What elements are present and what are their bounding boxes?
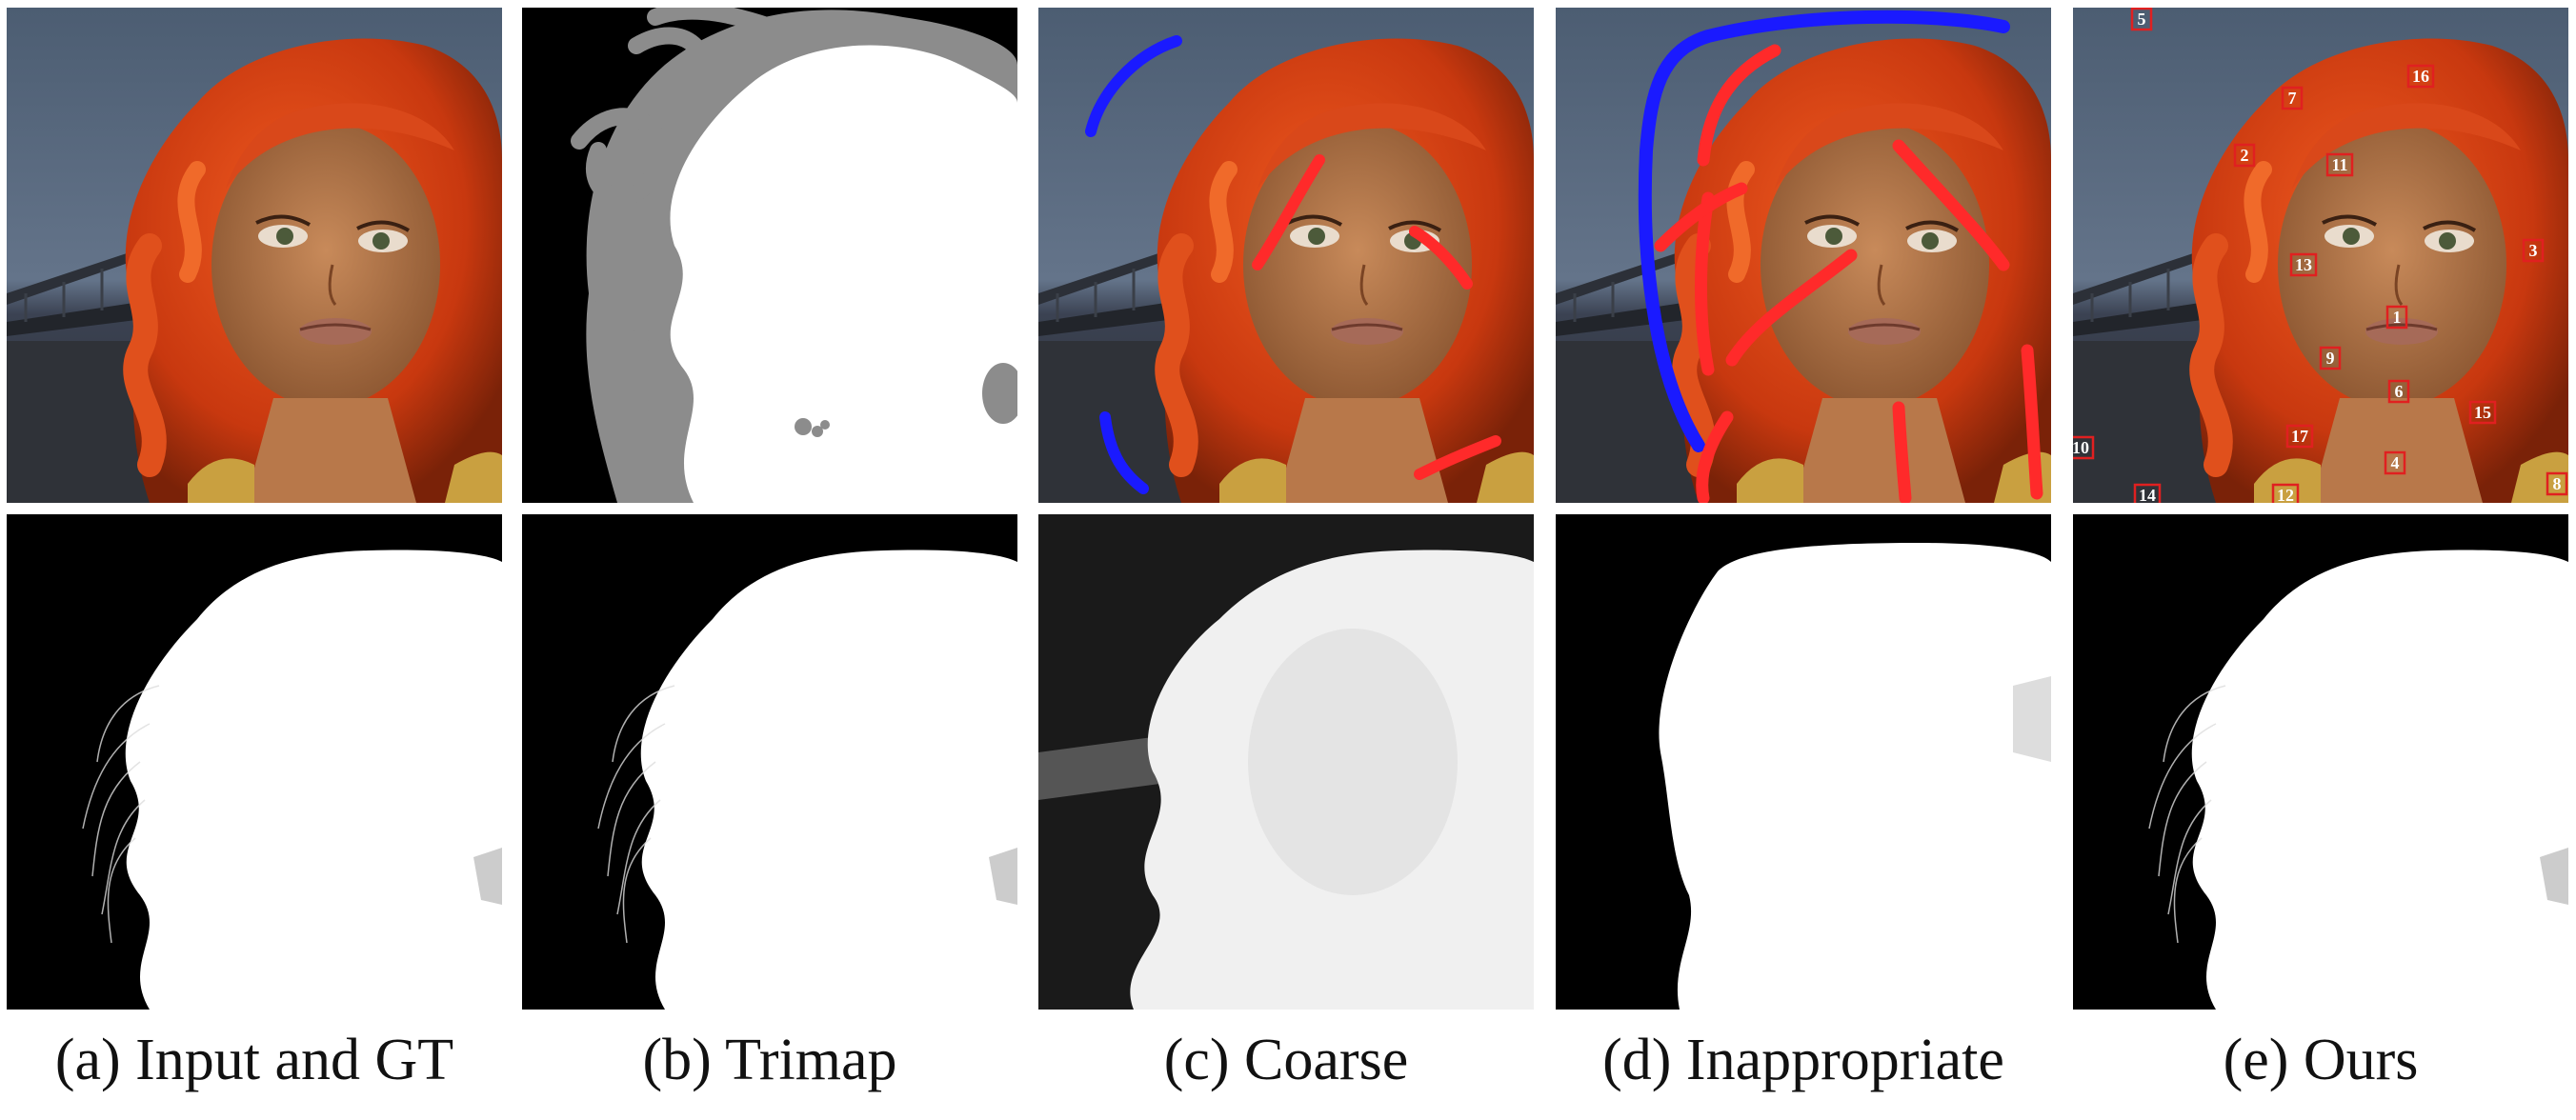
panel-trimap-result	[522, 514, 1017, 1010]
click-marker-16: 16	[2406, 64, 2435, 89]
click-label-13: 13	[2295, 255, 2312, 274]
panel-coarse-scribbles	[1038, 8, 1534, 503]
panel-ground-truth-matte	[7, 514, 502, 1010]
caption-input-and-gt: (a) Input and GT	[54, 1028, 454, 1092]
caption-trimap: (b) Trimap	[642, 1028, 897, 1092]
click-label-7: 7	[2288, 89, 2297, 108]
click-label-2: 2	[2241, 146, 2249, 165]
click-marker-2: 2	[2233, 143, 2256, 168]
panel-inappropriate-result	[1556, 514, 2051, 1010]
click-marker-15: 15	[2468, 400, 2497, 425]
click-label-5: 5	[2138, 10, 2146, 29]
click-label-16: 16	[2412, 67, 2429, 86]
click-marker-9: 9	[2319, 346, 2342, 370]
click-marker-8: 8	[2546, 471, 2568, 496]
caption-inappropriate: (d) Inappropriate	[1602, 1028, 2004, 1092]
click-marker-4: 4	[2384, 450, 2406, 475]
click-marker-13: 13	[2289, 252, 2318, 277]
click-marker-5: 5	[2130, 8, 2153, 31]
click-marker-3: 3	[2522, 238, 2545, 263]
click-marker-12: 12	[2271, 483, 2300, 503]
click-label-11: 11	[2331, 155, 2347, 174]
caption-coarse: (c) Coarse	[1163, 1028, 1409, 1092]
panel-ours-result	[2073, 514, 2568, 1010]
click-marker-14: 14	[2133, 483, 2162, 503]
caption-ours: (e) Ours	[2223, 1028, 2419, 1092]
click-label-14: 14	[2139, 486, 2156, 503]
click-label-10: 10	[2073, 438, 2089, 457]
click-label-3: 3	[2529, 241, 2538, 260]
click-marker-17: 17	[2285, 424, 2314, 449]
click-label-15: 15	[2474, 403, 2491, 422]
click-label-1: 1	[2393, 308, 2402, 327]
click-marker-7: 7	[2281, 86, 2304, 110]
click-label-12: 12	[2277, 486, 2294, 503]
click-label-4: 4	[2391, 453, 2400, 472]
click-label-17: 17	[2291, 427, 2308, 446]
panel-coarse-result	[1038, 514, 1534, 1010]
click-label-6: 6	[2395, 382, 2404, 401]
click-label-9: 9	[2326, 349, 2335, 368]
click-marker-6: 6	[2387, 379, 2410, 404]
click-marker-1: 1	[2385, 305, 2408, 330]
click-label-8: 8	[2553, 474, 2562, 493]
click-marker-10: 10	[2073, 435, 2095, 460]
panel-input-image	[7, 8, 502, 503]
panel-trimap	[522, 8, 1017, 503]
panel-inappropriate-scribbles	[1556, 8, 2051, 503]
click-marker-11: 11	[2325, 152, 2354, 177]
